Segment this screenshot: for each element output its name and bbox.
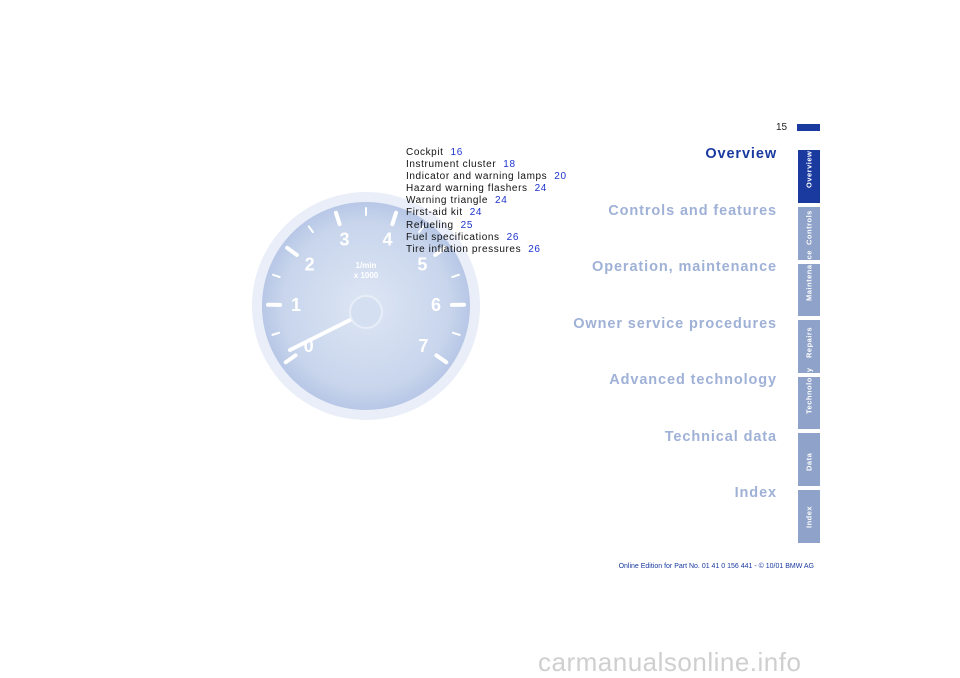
gauge-major-tick <box>434 353 449 365</box>
gauge-major-tick <box>285 245 299 257</box>
toc-item-page[interactable]: 24 <box>495 195 508 207</box>
tab-maintenance[interactable]: Maintenance <box>798 250 820 316</box>
toc-item-page[interactable]: 26 <box>528 243 541 255</box>
toc-item-page[interactable]: 20 <box>554 171 567 183</box>
page-number-bar <box>797 124 820 131</box>
gauge-unit-1: 1/min <box>356 261 377 270</box>
tab-technology[interactable]: Technology <box>798 367 820 429</box>
gauge-major-tick <box>390 210 399 227</box>
footer-copyright: Online Edition for Part No. 01 41 0 156 … <box>618 563 814 570</box>
gauge-number: 6 <box>431 295 441 315</box>
gauge-number: 3 <box>340 229 350 249</box>
toc-item[interactable]: Warning triangle 24 <box>406 195 567 207</box>
tab-repairs[interactable]: Repairs <box>798 320 820 373</box>
toc-item-label: Fuel specifications <box>406 231 500 243</box>
toc-item[interactable]: Indicator and warning lamps 20 <box>406 171 567 183</box>
section-link-overview[interactable]: Overview <box>705 146 777 162</box>
gauge-hub <box>349 295 383 329</box>
section-link-advanced-technology[interactable]: Advanced technology <box>609 372 777 388</box>
toc-item-label: Tire inflation pressures <box>406 243 522 255</box>
gauge-number: 7 <box>418 336 428 356</box>
section-link-controls[interactable]: Controls and features <box>608 203 777 219</box>
tab-label: Index <box>804 505 814 528</box>
section-link-owner-service[interactable]: Owner service procedures <box>573 316 777 332</box>
toc-item-page[interactable]: 18 <box>503 159 516 171</box>
toc-item[interactable]: Tire inflation pressures 26 <box>406 244 567 256</box>
tab-label: Data <box>804 452 814 471</box>
toc-item[interactable]: Hazard warning flashers 24 <box>406 183 567 195</box>
tab-index[interactable]: Index <box>798 490 820 543</box>
toc-item-label: Cockpit <box>406 147 444 158</box>
toc-item-label: Refueling <box>406 219 454 231</box>
gauge-number: 1 <box>291 295 301 315</box>
tab-label: Maintenance <box>804 250 814 301</box>
gauge-minor-tick <box>271 331 281 336</box>
gauge-major-tick <box>283 353 298 365</box>
gauge-minor-tick <box>418 225 425 234</box>
toc-item[interactable]: Fuel specifications 26 <box>406 232 567 244</box>
toc-item-page[interactable]: 24 <box>534 183 547 195</box>
toc-list: Cockpit 16 Instrument cluster 18 Indicator… <box>406 147 567 256</box>
tab-label: Overview <box>804 150 814 188</box>
gauge-number: 4 <box>382 229 392 249</box>
toc-item[interactable]: Refueling 25 <box>406 220 567 232</box>
section-link-technical-data[interactable]: Technical data <box>664 429 777 445</box>
page-number: 15 <box>776 122 788 133</box>
toc-item-label: First-aid kit <box>406 207 463 219</box>
tab-data[interactable]: Data <box>798 433 820 486</box>
gauge-minor-tick <box>272 273 281 279</box>
tachometer-illustration: 0 1 2 3 4 5 6 7 1/min x 1000 <box>252 192 480 420</box>
toc-item-page[interactable]: 25 <box>460 219 473 231</box>
gauge-major-tick <box>333 210 342 227</box>
toc-item-label: Instrument cluster <box>406 159 497 171</box>
toc-item-label: Hazard warning flashers <box>406 183 528 195</box>
toc-item-page[interactable]: 16 <box>450 147 463 158</box>
toc-item-page[interactable]: 24 <box>469 207 483 219</box>
toc-item[interactable]: Instrument cluster 18 <box>406 159 567 171</box>
toc-item[interactable]: First-aid kit 24 <box>406 207 567 219</box>
gauge-needle <box>288 318 352 352</box>
gauge-unit-2: x 1000 <box>354 271 379 280</box>
watermark: carmanualsonline.info <box>538 647 802 677</box>
gauge-number: 2 <box>305 254 315 274</box>
toc-item-page[interactable]: 26 <box>506 231 519 243</box>
tab-label: Technology <box>804 367 814 414</box>
gauge-minor-tick <box>307 225 314 234</box>
section-link-index[interactable]: Index <box>734 485 777 501</box>
gauge-number: 5 <box>417 254 427 274</box>
toc-item-label: Indicator and warning lamps <box>406 171 548 183</box>
gauge-major-tick <box>433 245 447 257</box>
tab-overview[interactable]: Overview <box>798 150 820 203</box>
toc-item-label: Warning triangle <box>406 195 489 207</box>
tab-controls[interactable]: Controls <box>798 207 820 260</box>
section-link-operation[interactable]: Operation, maintenance <box>592 259 777 275</box>
gauge-minor-tick <box>451 273 460 279</box>
gauge-number: 0 <box>304 336 314 356</box>
tab-label: Repairs <box>804 326 814 358</box>
tab-label: Controls <box>804 210 814 245</box>
gauge-minor-tick <box>451 331 461 336</box>
toc-item[interactable]: Cockpit 16 <box>406 147 567 159</box>
